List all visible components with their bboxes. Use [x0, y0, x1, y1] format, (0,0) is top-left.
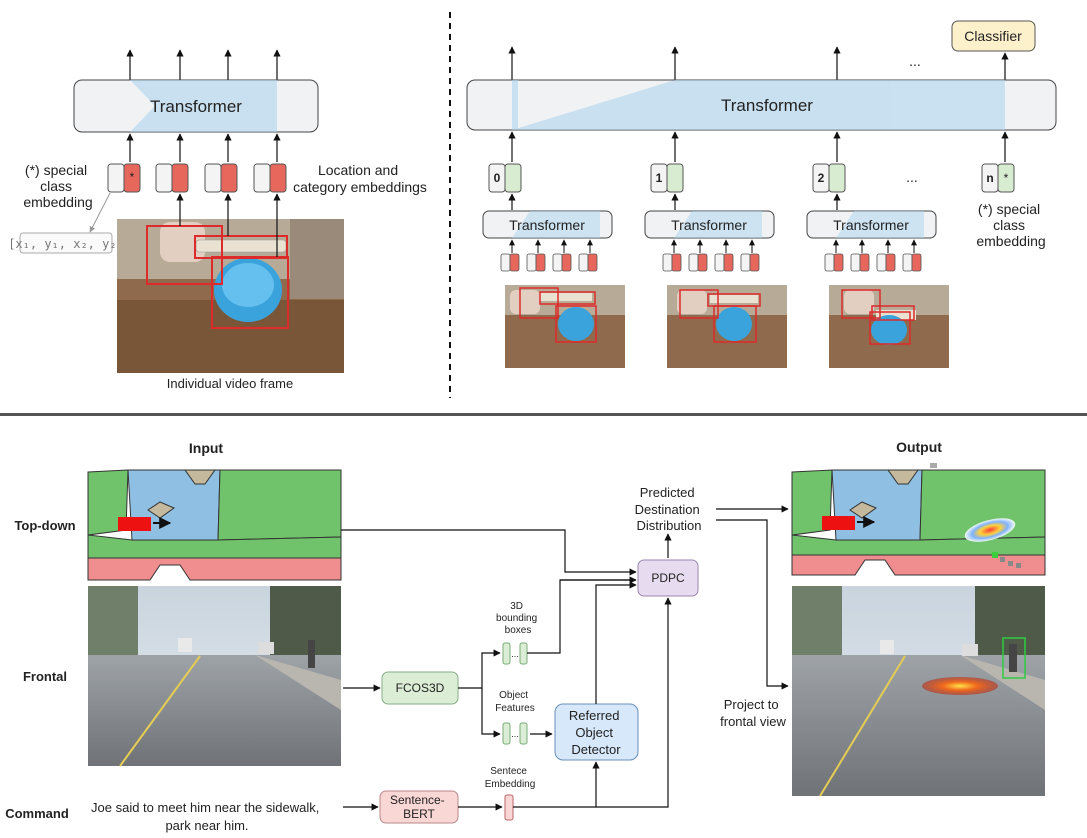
horizontal-separator: [0, 413, 1087, 416]
svg-text:Transformer: Transformer: [833, 217, 909, 233]
tl-output-arrows: [126, 49, 281, 80]
pdpc-label: PDPC: [651, 571, 685, 585]
row-label-topdown: Top-down: [14, 518, 75, 533]
fcos3d-label: FCOS3D: [396, 681, 445, 695]
input-title: Input: [189, 440, 224, 456]
tr-frame-group-0: Transformer: [482, 193, 625, 368]
top-right-panel: Classifier ... Transformer 0: [466, 20, 1057, 368]
tl-coord-text: [x₁, y₁, x₂, y₂]: [8, 237, 124, 251]
row-label-command: Command: [5, 806, 69, 821]
svg-text:0: 0: [494, 171, 501, 185]
bbox-label: 3D bounding boxes: [496, 601, 540, 636]
tr-frame-group-2: Transformer: [806, 193, 949, 368]
tr-token-0: 0: [488, 163, 522, 193]
tl-transformer-label: Transformer: [150, 97, 242, 116]
classifier-label: Classifier: [964, 28, 1022, 44]
svg-text:*: *: [130, 170, 135, 184]
tr-special-note: (*) special class embedding: [976, 201, 1045, 249]
sentence-embedding-label: Sentece Embedding: [485, 766, 536, 790]
tr-output-arrows: [508, 46, 1009, 80]
bottom-panel: Input Output Top-down Frontal Command: [5, 439, 1046, 833]
svg-text:2: 2: [818, 171, 825, 185]
tr-token-2: 2: [812, 163, 846, 193]
svg-text:...: ...: [511, 649, 519, 659]
classifier-box: [951, 20, 1036, 52]
top-left-panel: Transformer * (*) special cl: [8, 49, 427, 391]
tr-token-arrows: [508, 131, 1009, 162]
referred-object-detector-label: Referred Object Detector: [569, 708, 623, 757]
svg-text:1: 1: [656, 171, 663, 185]
tr-mid-ellipsis: ...: [906, 169, 918, 185]
svg-text:...: ...: [511, 729, 519, 739]
output-frontal-image: [792, 586, 1045, 797]
tr-frame-group-1: Transformer: [644, 193, 787, 368]
output-arrows: [716, 505, 789, 690]
tl-token-special: *: [107, 163, 141, 193]
tl-input-arrows: [126, 133, 281, 162]
svg-text:Transformer: Transformer: [671, 217, 747, 233]
embedding-arrows: [341, 529, 672, 808]
project-to-frontal-label: Project to frontal view: [720, 697, 786, 729]
output-title: Output: [896, 439, 942, 455]
tr-token-1: 1: [650, 163, 684, 193]
bbox-tokens: ...: [502, 642, 528, 665]
tl-video-frame: [117, 219, 344, 373]
row-label-frontal: Frontal: [23, 669, 67, 684]
tl-token-3: [253, 163, 287, 193]
command-text: Joe said to meet him near the sidewalk, …: [91, 800, 323, 833]
sentence-bert-label: Sentence- BERT: [390, 793, 448, 821]
fcos-branch-arrows: [458, 649, 501, 738]
tl-box-connectors: [176, 193, 281, 257]
tr-transformer-label: Transformer: [721, 96, 813, 115]
sentence-embedding-token: [504, 794, 514, 821]
pdpc-box: [637, 559, 699, 597]
objfeat-label: Object Features: [495, 690, 534, 714]
tr-attention-shading: [512, 80, 1005, 130]
tl-token-2: [204, 163, 238, 193]
tl-token-1: [155, 163, 189, 193]
input-frontal-image: [88, 586, 341, 767]
svg-text:*: *: [1004, 171, 1009, 185]
tl-coord-pointer: [89, 192, 111, 233]
tl-frame-caption: Individual video frame: [167, 376, 293, 391]
tl-location-note: Location and category embeddings: [293, 162, 427, 195]
tl-detection-boxes: [146, 225, 289, 329]
tl-coord-box: [19, 232, 113, 254]
tl-attention-shading: [130, 80, 277, 132]
svg-text:Transformer: Transformer: [509, 217, 585, 233]
objfeat-tokens: ...: [502, 722, 528, 745]
input-topdown-map: [87, 467, 342, 581]
predicted-distribution-label: Predicted Destination Distribution: [635, 485, 704, 533]
tr-token-n: n *: [981, 163, 1015, 193]
svg-text:n: n: [986, 171, 993, 185]
tl-special-note: (*) special class embedding: [23, 162, 92, 210]
tr-top-ellipsis: ...: [909, 53, 921, 69]
output-topdown-map: [791, 463, 1046, 576]
